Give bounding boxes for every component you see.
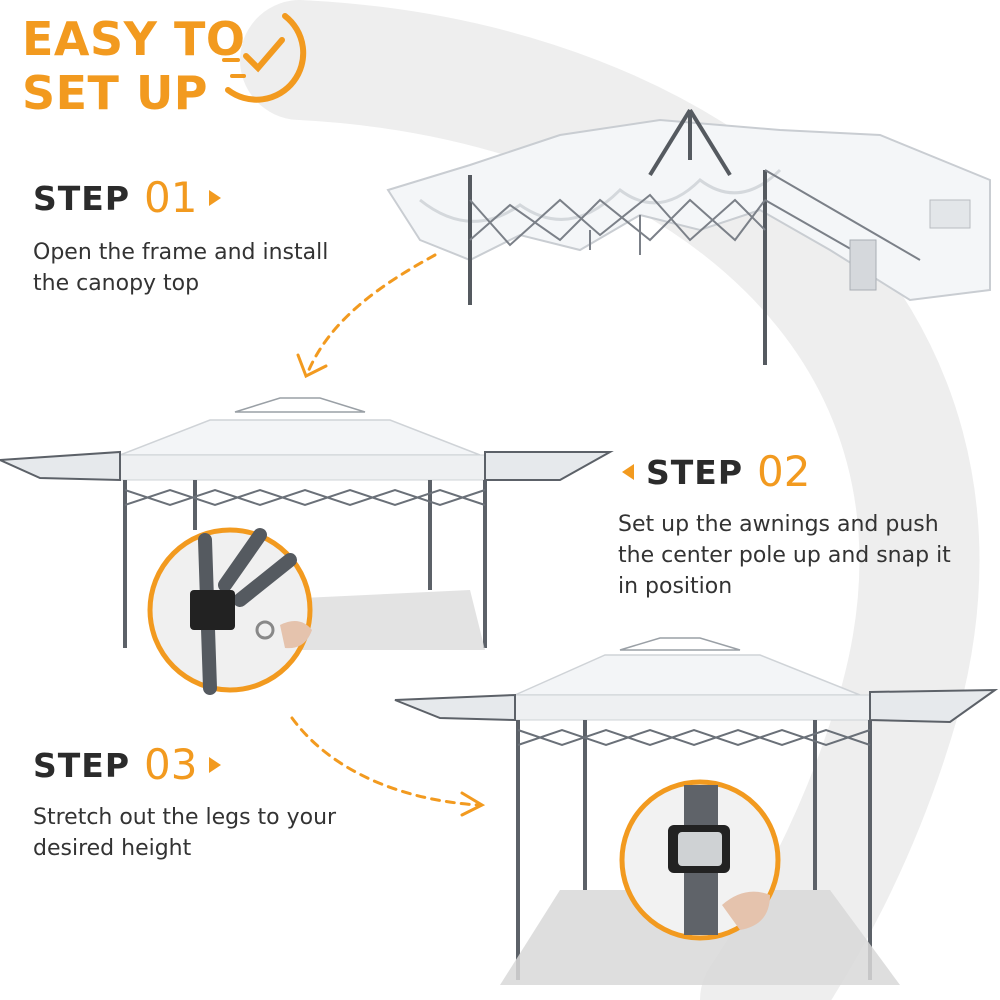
step2-line1: Set up the awnings and push	[618, 512, 939, 537]
arrow-step2-to-step3	[290, 716, 480, 807]
step3-description: Stretch out the legs to your desired hei…	[33, 802, 336, 864]
arrow-left-icon	[622, 464, 634, 480]
step1-label: STEP	[33, 179, 131, 218]
headline-line2: SET UP	[22, 66, 209, 120]
step1-canopy-image	[386, 108, 991, 365]
step2-canopy-image	[0, 397, 614, 695]
step2-description: Set up the awnings and push the center p…	[618, 509, 951, 602]
step3-number: 03	[144, 740, 198, 789]
arrow-right-icon	[209, 190, 222, 206]
step1-line2: the canopy top	[33, 271, 200, 296]
step1-description: Open the frame and install the canopy to…	[33, 237, 328, 299]
step2-line2: the center pole up and snap it	[618, 543, 951, 568]
step2-number: 02	[757, 447, 811, 496]
arrow-step1-to-step2	[306, 253, 437, 374]
step3-line2: desired height	[33, 836, 192, 861]
step2-label: STEP	[646, 453, 744, 492]
headline: EASY TO SET UP	[22, 12, 245, 120]
step1-number: 01	[144, 173, 198, 222]
step3-label: STEP	[33, 746, 131, 785]
clock-check-icon	[222, 13, 307, 103]
step3-line1: Stretch out the legs to your	[33, 805, 337, 830]
arrow-right-icon	[209, 757, 222, 773]
step3-canopy-image	[394, 637, 999, 985]
headline-line1: EASY TO	[22, 12, 246, 66]
step2-line3: in position	[618, 574, 733, 599]
step1-line1: Open the frame and install	[33, 240, 329, 265]
